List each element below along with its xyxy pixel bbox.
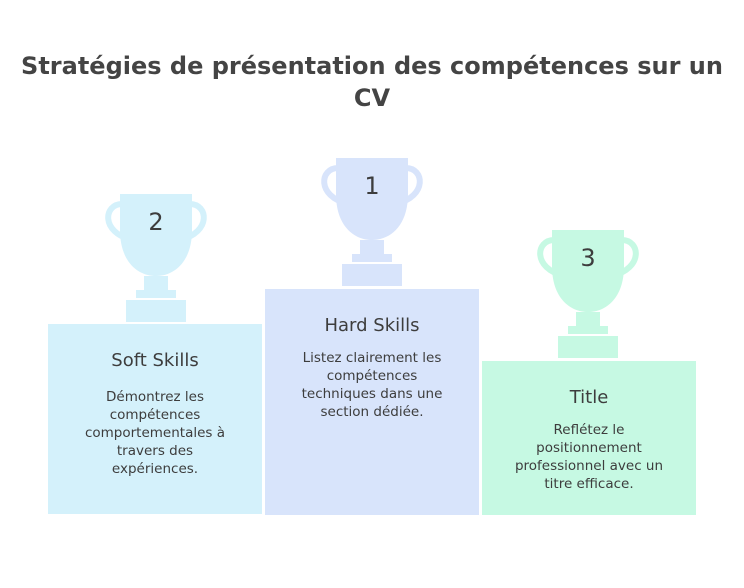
block-description: Reflétez le positionnement professionnel…	[514, 422, 664, 492]
rank-1-label: 1	[364, 172, 380, 200]
rank-2-label: 2	[148, 208, 164, 236]
block-heading: Soft Skills	[111, 350, 199, 371]
block-heading: Hard Skills	[324, 315, 420, 336]
block-description: Listez clairement les compétences techni…	[301, 350, 443, 420]
block-description: Démontrez les compétences comportemental…	[84, 389, 226, 477]
podium-block-hard-skills: Hard Skills Listez clairement les compét…	[265, 289, 479, 515]
podium-block-title: Title Reflétez le positionnement profess…	[482, 361, 696, 515]
podium-block-soft-skills: Soft Skills Démontrez les compétences co…	[48, 324, 262, 514]
diagram-title: Stratégies de présentation des compétenc…	[21, 52, 723, 112]
trophy-2-icon: 2	[102, 192, 210, 324]
rank-3-label: 3	[580, 244, 596, 272]
trophy-1-icon: 1	[318, 156, 426, 288]
trophy-3-icon: 3	[534, 228, 642, 360]
block-heading: Title	[569, 387, 609, 408]
